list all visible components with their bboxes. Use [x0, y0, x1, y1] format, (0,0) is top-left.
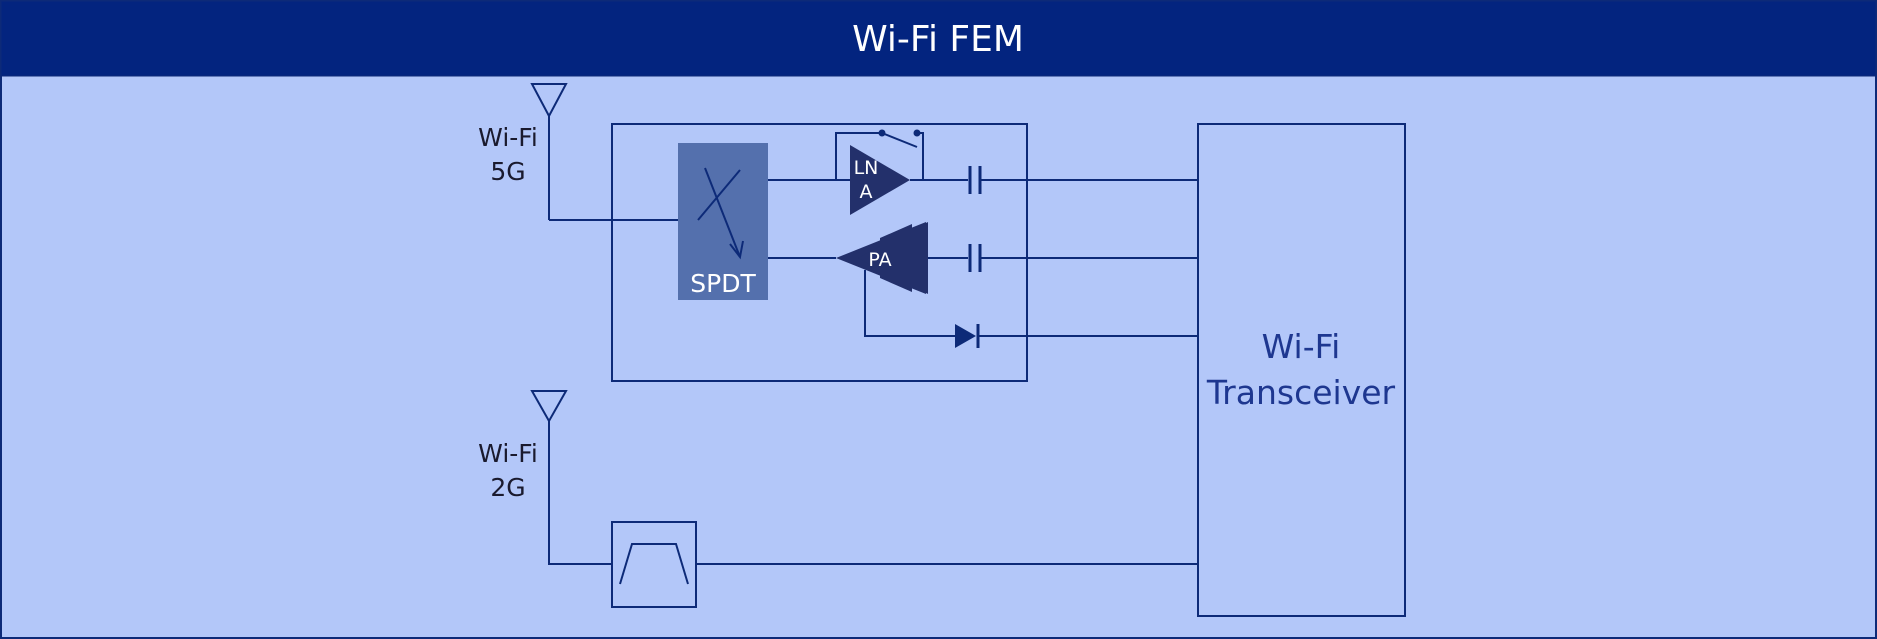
wifi-transceiver [1197, 123, 1406, 617]
pa-amplifier-icon [836, 222, 928, 294]
antenna-5g-label-line2: 5G [490, 157, 525, 186]
antenna-icon [530, 83, 568, 119]
bandpass-filter-icon [619, 543, 689, 585]
wire-pa-to-diode [864, 270, 955, 337]
antenna-2g-label-line1: Wi-Fi [478, 439, 538, 468]
header-bar [0, 0, 1877, 77]
antenna-5g [530, 83, 568, 220]
antenna-5g-label-line1: Wi-Fi [478, 123, 538, 152]
pa-label: PA [868, 249, 891, 271]
capacitor-icon [968, 244, 982, 272]
fem-module-box [611, 123, 1028, 382]
spdt-label: SPDT [690, 269, 756, 298]
transceiver-label-line1: Wi-Fi [1262, 327, 1341, 366]
transceiver-label-line2: Transceiver [1206, 373, 1396, 412]
spdt-switch-icon [697, 167, 744, 260]
antenna-icon [530, 390, 568, 424]
antenna-2g [530, 390, 612, 565]
lna-amplifier-icon [850, 145, 910, 215]
lna-label-line1: LN [854, 157, 879, 179]
spdt-switch [678, 143, 768, 300]
diagram-title: Wi-Fi FEM [852, 19, 1024, 60]
capacitor-icon [968, 166, 982, 194]
lna-label-line2: A [860, 181, 873, 203]
antenna-2g-label-line2: 2G [490, 473, 525, 502]
